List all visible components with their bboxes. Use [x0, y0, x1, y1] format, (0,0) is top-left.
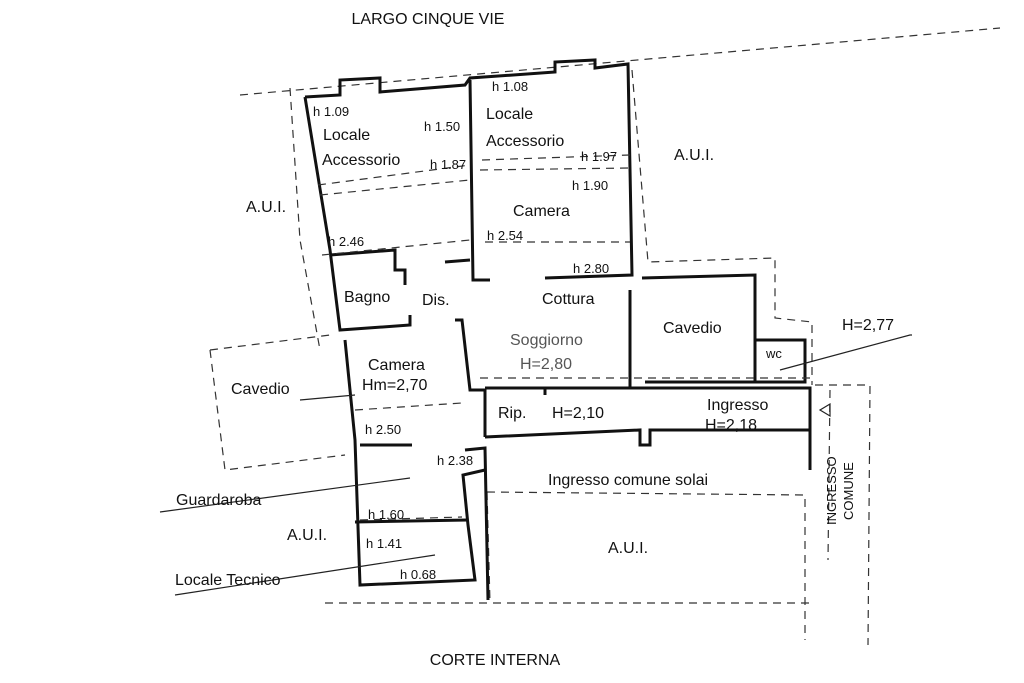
label-ingresso-comune: INGRESSO [824, 456, 839, 525]
room-label-ingresso: Ingresso [707, 397, 768, 414]
room-label-locale-accessorio: Accessorio [322, 152, 400, 169]
street-label-bottom: CORTE INTERNA [430, 652, 561, 669]
room-label-ingresso-comune-solai: Ingresso comune solai [548, 472, 708, 489]
height-label: h 1.60 [368, 507, 404, 522]
height-label: h 1.90 [572, 178, 608, 193]
height-label: h 2.46 [328, 234, 364, 249]
room-height-ingresso: H=2,18 [705, 417, 757, 434]
height-label: h 1.87 [430, 157, 466, 172]
label-ingresso-comune: COMUNE [841, 462, 856, 520]
room-label-camera: Camera [513, 203, 570, 220]
room-label-cottura: Cottura [542, 291, 595, 308]
room-label-wc: wc [765, 346, 782, 361]
entrance-arrow-icon [818, 402, 831, 418]
room-height-ripostiglio: H=2,10 [552, 405, 604, 422]
room-label-cavedio: Cavedio [663, 320, 722, 337]
context-lines [209, 27, 1001, 646]
height-label: h 2.80 [573, 261, 609, 276]
room-label-cavedio: Cavedio [231, 381, 290, 398]
height-label: h 2.50 [365, 422, 401, 437]
room-label-locale-accessorio: Locale [486, 106, 533, 123]
height-label: h 1.09 [313, 104, 349, 119]
room-height-camera: Hm=2,70 [362, 377, 427, 394]
room-label-dis: Dis. [422, 292, 450, 309]
height-label: h 1.50 [424, 119, 460, 134]
room-label-locale-accessorio: Accessorio [486, 133, 564, 150]
height-label: h 2.38 [437, 453, 473, 468]
height-label: h 1.08 [492, 79, 528, 94]
room-label-guardaroba: Guardaroba [176, 492, 261, 509]
walls [303, 58, 812, 601]
height-label: h 0.68 [400, 567, 436, 582]
aui-label-left: A.U.I. [246, 199, 286, 216]
height-label: h 1.41 [366, 536, 402, 551]
room-label-ripostiglio: Rip. [498, 405, 526, 422]
aui-label-bottom: A.U.I. [608, 540, 648, 557]
street-label-top: LARGO CINQUE VIE [352, 11, 505, 28]
room-height-wc: H=2,77 [842, 317, 894, 334]
aui-label-right: A.U.I. [674, 147, 714, 164]
height-label: h 1.97 [581, 149, 617, 164]
height-lines [159, 154, 912, 596]
room-label-locale-accessorio: Locale [323, 127, 370, 144]
room-height-soggiorno: H=2,80 [520, 356, 572, 373]
room-label-camera: Camera [368, 357, 425, 374]
room-label-soggiorno: Soggiorno [510, 332, 583, 349]
aui-label-bottom-left: A.U.I. [287, 527, 327, 544]
room-label-locale-tecnico: Locale Tecnico [175, 572, 281, 589]
room-label-bagno: Bagno [344, 289, 390, 306]
height-label: h 2.54 [487, 228, 523, 243]
